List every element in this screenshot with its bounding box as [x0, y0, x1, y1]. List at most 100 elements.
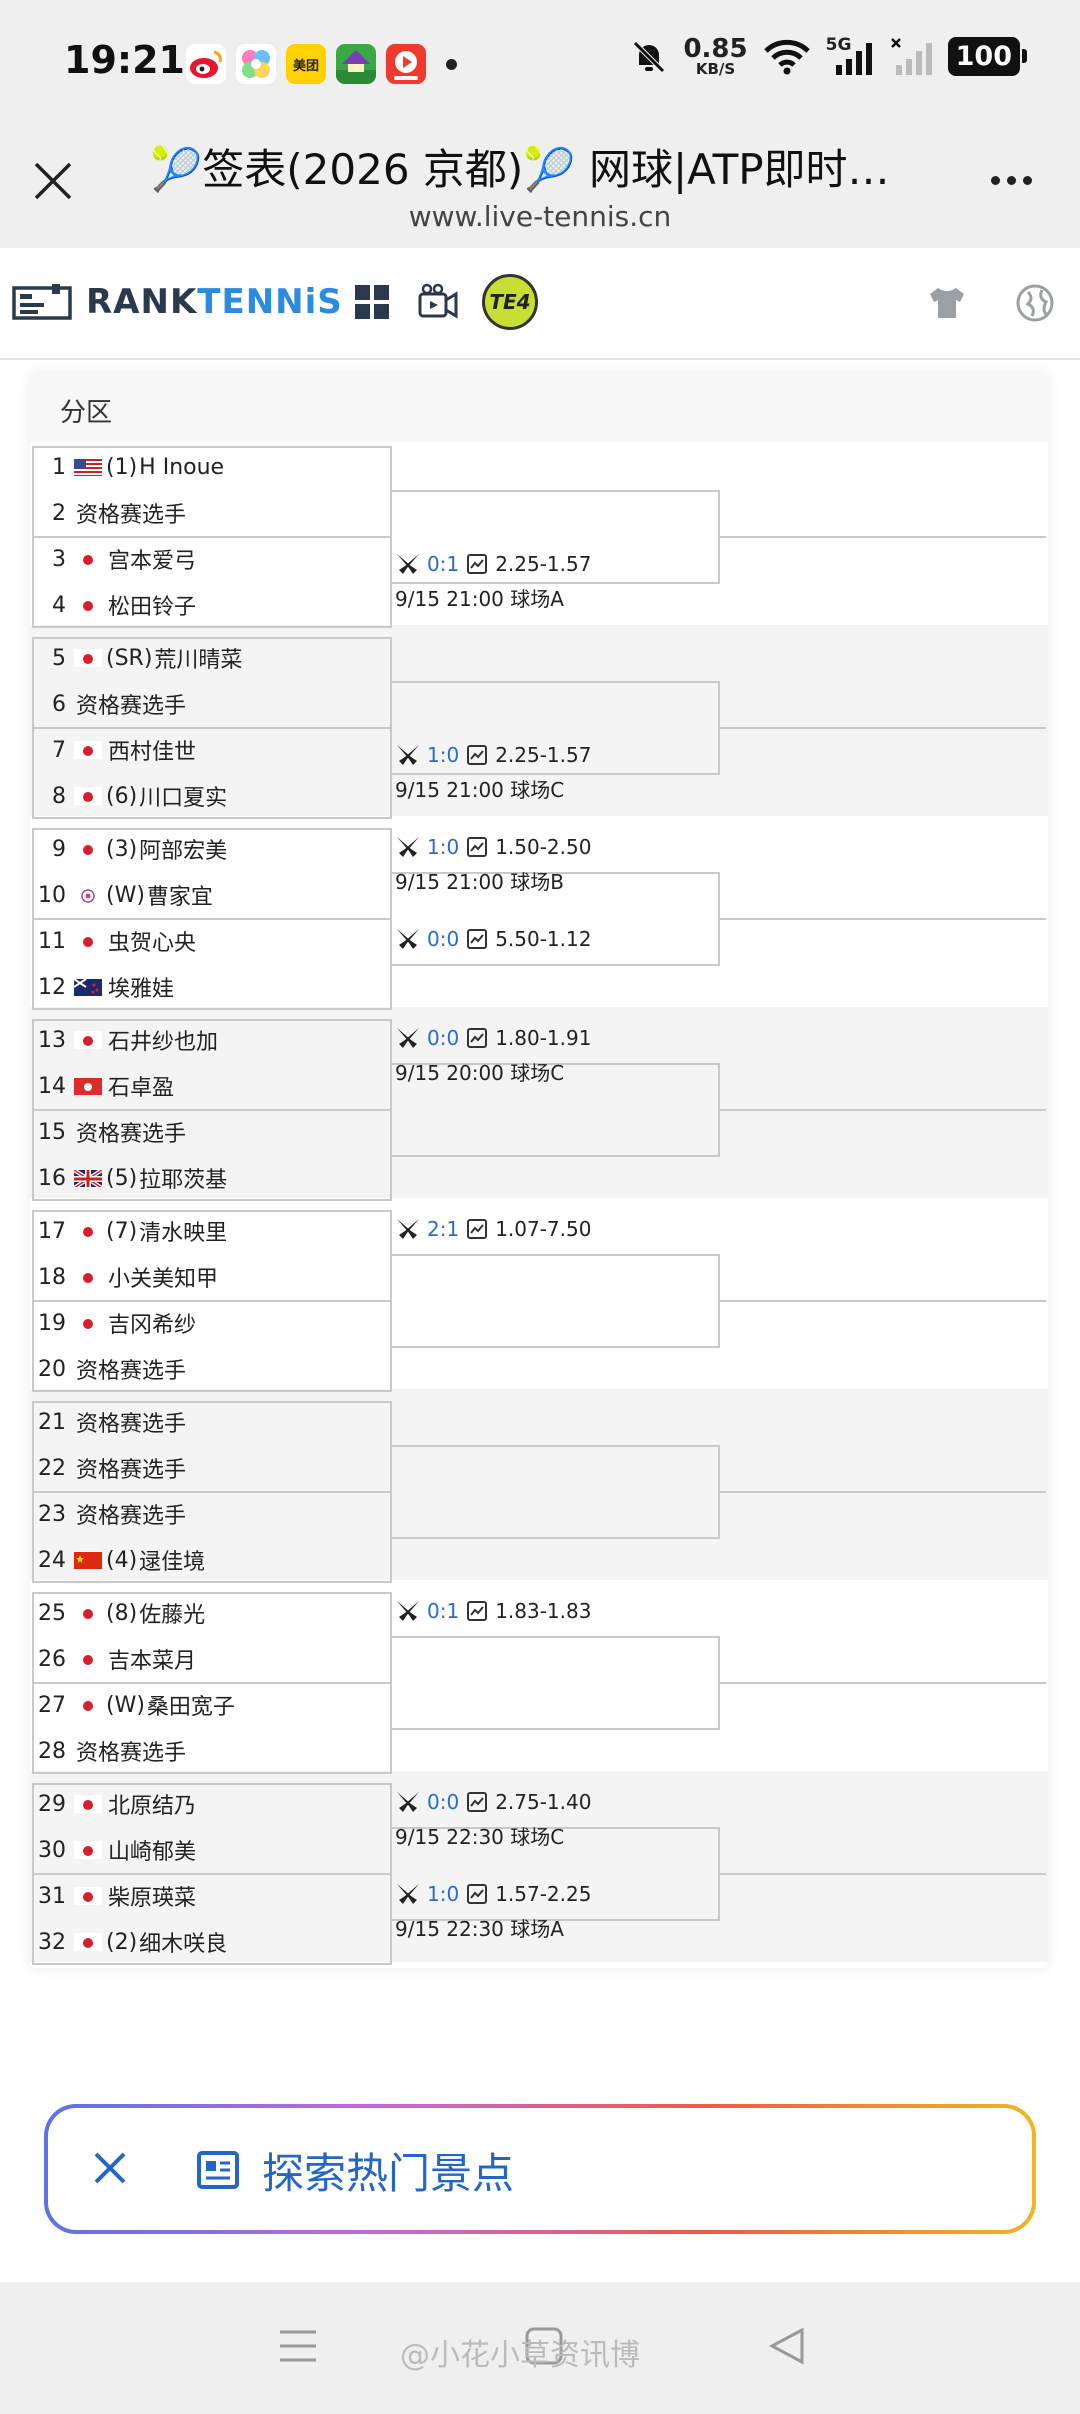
grid-menu-icon[interactable]: [352, 282, 392, 322]
bracket-line: [720, 1109, 1046, 1111]
draw-player[interactable]: 10(W)曹家宜: [32, 872, 392, 918]
odds-chart-icon: [467, 1601, 488, 1621]
player-name: 虫贺心央: [108, 931, 197, 956]
player-seed: (4): [106, 1547, 138, 1573]
cellular-5g-icon: 5G: [826, 35, 876, 77]
odds-chart-icon: [467, 554, 488, 574]
cellular-no-sim-icon: [890, 37, 932, 75]
draw-player[interactable]: 24(4)逯佳境: [32, 1537, 392, 1583]
more-menu-icon[interactable]: [991, 176, 1032, 185]
bracket-line: [718, 1827, 720, 1921]
draw-player[interactable]: 32(2)细木咲良: [32, 1919, 392, 1965]
h2h-record: 0:1: [427, 1599, 460, 1623]
player-name: 吉冈希纱: [108, 1313, 197, 1338]
video-camera-icon[interactable]: [416, 282, 460, 322]
flag-icon: [74, 649, 102, 667]
bracket-line: [392, 1919, 720, 1921]
player-seed: (SR): [106, 645, 153, 671]
home-icon[interactable]: [524, 2326, 564, 2366]
crossed-rackets-icon: [397, 1219, 419, 1239]
player-name: 柴原瑛菜: [108, 1886, 197, 1911]
crossed-rackets-icon: [397, 837, 419, 857]
draw-position: 20: [38, 1356, 66, 1382]
draw-position: 25: [38, 1600, 66, 1626]
flag-icon: [74, 886, 102, 904]
back-icon[interactable]: [766, 2326, 806, 2366]
bracket-band: [30, 1771, 1048, 1962]
draw-player[interactable]: 9(3)阿部宏美: [32, 826, 392, 872]
draw-position: 14: [38, 1073, 66, 1099]
draw-position: 21: [38, 1409, 66, 1435]
t24-button[interactable]: TE4: [482, 274, 538, 330]
close-icon[interactable]: [88, 2146, 132, 2190]
odds-chart-icon: [467, 1792, 488, 1812]
draw-player[interactable]: 5(SR)荒川晴菜: [32, 635, 392, 681]
draw-position: 8: [52, 783, 66, 809]
draw-position: 31: [38, 1883, 66, 1909]
draw-position: 9: [52, 836, 66, 862]
player-name: 西村佳世: [108, 740, 197, 765]
draw-player[interactable]: 31 柴原瑛菜: [32, 1873, 392, 1919]
player-name: 细木咲良: [139, 1932, 228, 1957]
draw-player[interactable]: 16(5)拉耶茨基: [32, 1155, 392, 1201]
explore-banner[interactable]: 探索热门景点: [44, 2104, 1036, 2234]
draw-player[interactable]: 1(1)H Inoue: [32, 444, 392, 490]
crossed-rackets-icon: [397, 1884, 419, 1904]
close-icon[interactable]: [30, 158, 76, 204]
first-round-match-box: [32, 920, 392, 1010]
flag-icon: [74, 787, 102, 805]
tshirt-icon[interactable]: [926, 284, 968, 322]
bracket-band: [30, 1007, 1048, 1198]
ranktennis-logo[interactable]: RANKTENNiS: [12, 282, 343, 322]
draw-player[interactable]: 8(6)川口夏实: [32, 773, 392, 819]
draw-position: 24: [38, 1547, 66, 1573]
match-schedule: 9/15 22:30 球场C: [395, 1825, 565, 1849]
speed-value: 0.85: [683, 34, 748, 64]
bracket-line: [392, 582, 720, 584]
player-name: 埃雅娃: [108, 977, 175, 1002]
draw-player[interactable]: 17(7)清水映里: [32, 1208, 392, 1254]
match-odds: 1.80-1.91: [495, 1026, 592, 1050]
player-name: 资格赛选手: [76, 1122, 187, 1147]
watermark: @小花小草资讯博: [400, 2338, 640, 2373]
menu-icon[interactable]: [278, 2326, 318, 2366]
player-seed: (2): [106, 1929, 138, 1955]
browser-header: 🎾签表(2026 京都)🎾 网球|ATP即时… www.live-tennis.…: [0, 118, 1080, 248]
draw-player[interactable]: 25(8)佐藤光: [32, 1590, 392, 1636]
draw-player[interactable]: 27(W)桑田宽子: [32, 1682, 392, 1728]
flag-icon: [74, 458, 102, 476]
player-name: 石井纱也加: [108, 1030, 219, 1055]
globe-icon[interactable]: [1014, 282, 1056, 324]
crossed-rackets-icon: [397, 1792, 419, 1812]
flag-icon: [74, 978, 102, 996]
